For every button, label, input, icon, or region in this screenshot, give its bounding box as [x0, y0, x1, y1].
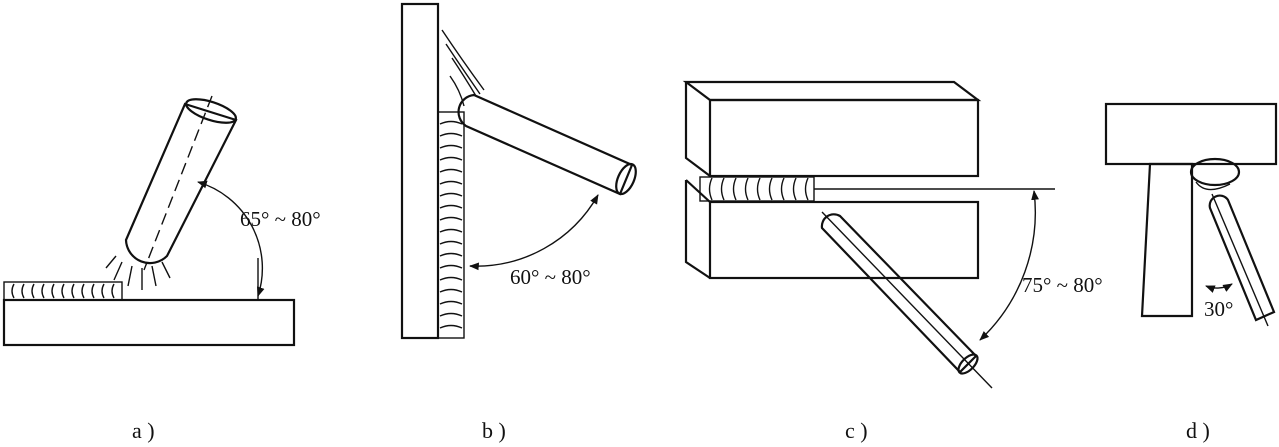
- vertical-plate-d: [1140, 162, 1194, 318]
- electrode-c: [820, 213, 978, 374]
- panel-d-overhead-weld: 30°: [1104, 102, 1278, 327]
- caption-b: b ): [482, 418, 506, 443]
- arc-glow-b: [441, 29, 485, 107]
- angle-text-a: 65° ~ 80°: [240, 207, 321, 231]
- weld-bead-b: [437, 111, 465, 339]
- panel-c-horizontal-weld: 75° ~ 80°: [682, 80, 1103, 389]
- angle-text-d: 30°: [1204, 297, 1233, 321]
- top-plate-d: [1104, 102, 1278, 166]
- bottom-block-c: [684, 179, 980, 280]
- electrode-b: [457, 93, 634, 196]
- electrode-d: [1208, 194, 1276, 322]
- electrode-a: [124, 102, 238, 265]
- base-plate-a: [2, 298, 296, 347]
- angle-arc-d: [1205, 283, 1233, 293]
- panel-a-flat-weld: 65° ~ 80°: [2, 95, 321, 347]
- angle-text-b: 60° ~ 80°: [510, 265, 591, 289]
- caption-a: a ): [132, 418, 155, 443]
- angle-text-c: 75° ~ 80°: [1022, 273, 1103, 297]
- bead-ripples-b: [439, 120, 463, 329]
- weld-bead-a: [3, 281, 123, 301]
- bead-ripples-a: [11, 283, 115, 299]
- bead-ripples-c: [708, 177, 809, 201]
- vertical-plate-b: [400, 2, 440, 340]
- caption-d: d ): [1186, 418, 1210, 443]
- panel-b-vertical-weld: 60° ~ 80°: [400, 2, 637, 340]
- weld-nugget-d: [1189, 157, 1241, 187]
- arc-sparks-a: [105, 255, 171, 290]
- top-block-c: [682, 80, 982, 178]
- caption-c: c ): [845, 418, 868, 443]
- angle-arc-b: [469, 194, 599, 271]
- angle-arc-c: [979, 190, 1039, 341]
- angle-arc-a: [197, 180, 265, 297]
